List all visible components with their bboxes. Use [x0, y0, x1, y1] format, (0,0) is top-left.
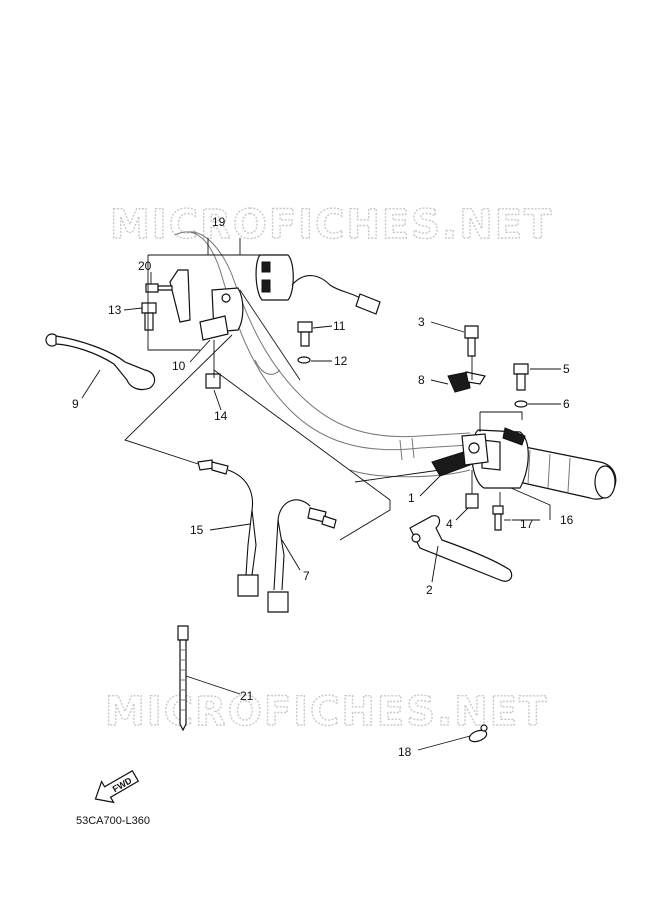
left-switch-connector — [355, 293, 381, 315]
washer-6 — [514, 400, 528, 408]
callout-8: 8 — [418, 373, 425, 387]
switch-wire-7 — [267, 499, 337, 613]
callout-3: 3 — [418, 315, 425, 329]
callout-19: 19 — [212, 215, 226, 229]
callout-18: 18 — [398, 745, 412, 759]
nut-14 — [205, 373, 221, 389]
callout-6: 6 — [563, 397, 570, 411]
right-lever-holder — [431, 433, 489, 477]
left-switch-housing — [255, 254, 294, 301]
clip-18 — [468, 724, 488, 743]
handlebar-outline — [174, 231, 471, 478]
callout-9: 9 — [72, 397, 79, 411]
callout-7: 7 — [303, 569, 310, 583]
callout-16: 16 — [560, 513, 574, 527]
bolt-11 — [297, 321, 313, 347]
screw-17 — [492, 505, 504, 531]
callout-21: 21 — [240, 689, 254, 703]
callout-17: 17 — [520, 517, 534, 531]
switch-wire-15 — [197, 459, 259, 597]
callout-2: 2 — [426, 583, 433, 597]
bracket-20 — [145, 269, 191, 323]
reference-lines — [124, 238, 551, 541]
callout-10: 10 — [172, 359, 186, 373]
callout-labels: 1 2 3 4 5 6 7 8 9 10 11 12 13 14 15 16 1… — [72, 215, 574, 759]
callout-15: 15 — [190, 523, 204, 537]
washer-12 — [297, 356, 311, 364]
nut-4 — [465, 493, 479, 509]
callout-11: 11 — [333, 319, 346, 333]
callout-20: 20 — [138, 259, 152, 273]
callout-4: 4 — [446, 517, 453, 531]
clamp-8 — [447, 371, 486, 393]
watermark-top: MICROFICHES.NET — [110, 202, 553, 248]
right-grip — [509, 444, 617, 500]
watermark-bottom: MICROFICHES.NET — [105, 689, 548, 735]
callout-14: 14 — [214, 409, 228, 423]
callout-5: 5 — [563, 362, 570, 376]
bolt-5 — [513, 363, 529, 391]
right-lever — [409, 515, 513, 582]
leader-lines — [81, 238, 561, 751]
fwd-arrow-icon: FWD — [94, 769, 140, 804]
left-switch-wire — [291, 275, 361, 299]
bolt-3 — [464, 325, 479, 357]
callout-12: 12 — [334, 354, 348, 368]
bolt-13 — [141, 302, 157, 331]
left-lever-holder — [199, 287, 244, 341]
callout-1: 1 — [408, 491, 415, 505]
cable-tie-21 — [177, 625, 189, 732]
diagram-code: 53CA700-L360 — [76, 815, 150, 827]
callout-13: 13 — [108, 303, 122, 317]
left-lever — [45, 333, 156, 391]
